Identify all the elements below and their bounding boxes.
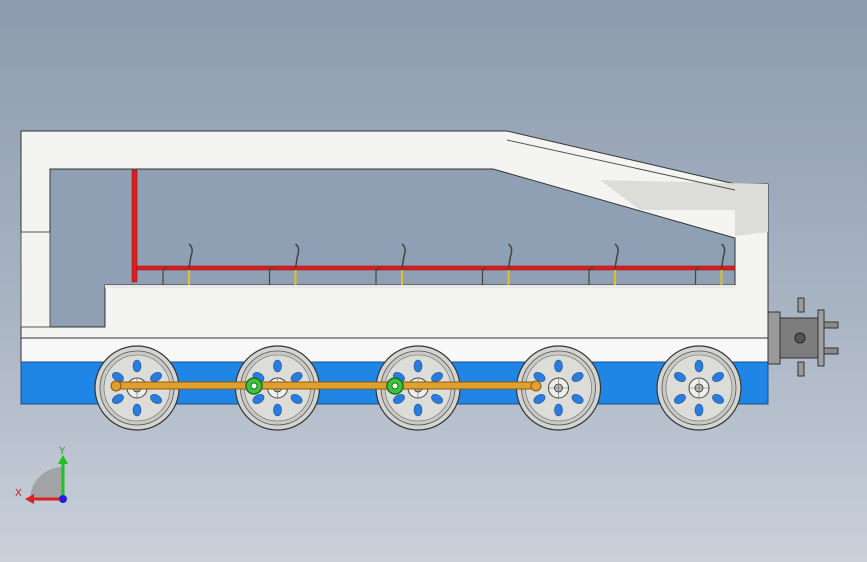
x-axis-arrow bbox=[25, 494, 34, 504]
wheel bbox=[656, 345, 742, 431]
seat bbox=[162, 243, 193, 285]
axis-triad[interactable]: Y X bbox=[15, 446, 68, 504]
y-axis-label: Y bbox=[58, 446, 66, 457]
coupling-rod-assembly bbox=[110, 377, 542, 395]
roof-slope-line bbox=[506, 139, 736, 191]
wheel bbox=[515, 345, 602, 431]
vertical-post bbox=[131, 169, 138, 283]
horizontal-rail bbox=[136, 265, 736, 271]
z-axis-dot bbox=[59, 495, 67, 503]
rod-pin-1 bbox=[110, 380, 122, 392]
rear-panel bbox=[20, 231, 51, 328]
seat bbox=[588, 243, 619, 285]
seat bbox=[268, 243, 300, 285]
rod-pin-4 bbox=[530, 380, 542, 392]
seat bbox=[694, 243, 726, 285]
handrail-assembly bbox=[131, 169, 736, 283]
front-coupler bbox=[767, 297, 839, 377]
nose-shading bbox=[600, 180, 768, 236]
seat-row bbox=[162, 243, 726, 285]
seat bbox=[375, 243, 406, 285]
y-axis-arrow bbox=[58, 455, 68, 464]
seat bbox=[481, 243, 513, 285]
floor-deck bbox=[105, 285, 735, 288]
triad-plane bbox=[30, 467, 63, 500]
x-axis-label: X bbox=[15, 488, 22, 499]
wheel-set bbox=[94, 345, 742, 431]
coupling-rod bbox=[111, 381, 539, 390]
